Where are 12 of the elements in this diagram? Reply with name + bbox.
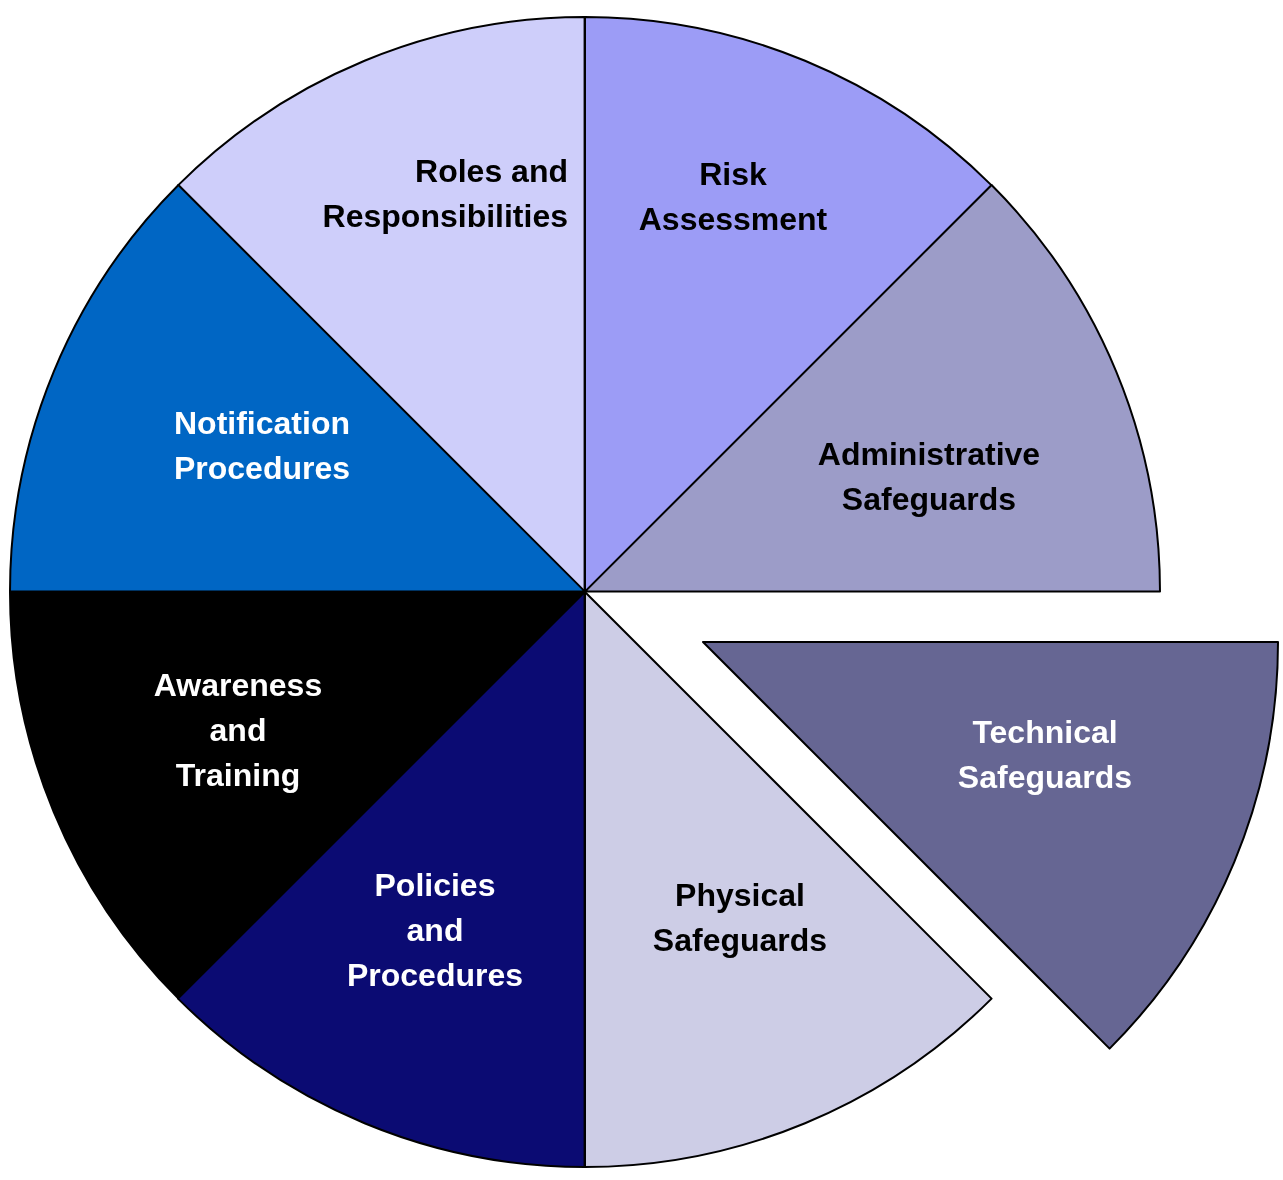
pie-sector bbox=[178, 17, 585, 592]
sector-label: Technical Safeguards bbox=[957, 713, 1133, 797]
sector-label: Notification Procedures bbox=[173, 404, 351, 488]
sector-label: Awareness and Training bbox=[153, 665, 323, 795]
sector-label: Administrative Safeguards bbox=[817, 435, 1041, 519]
pie-sector bbox=[10, 592, 585, 999]
sector-label: Risk Assessment bbox=[638, 155, 828, 239]
sector-label: Physical Safeguards bbox=[652, 876, 828, 960]
sector-label: Roles and Responsibilities bbox=[321, 152, 568, 236]
sector-label: Policies and Procedures bbox=[346, 865, 523, 995]
pie-sector bbox=[10, 185, 585, 592]
pie-sector bbox=[585, 185, 1160, 592]
